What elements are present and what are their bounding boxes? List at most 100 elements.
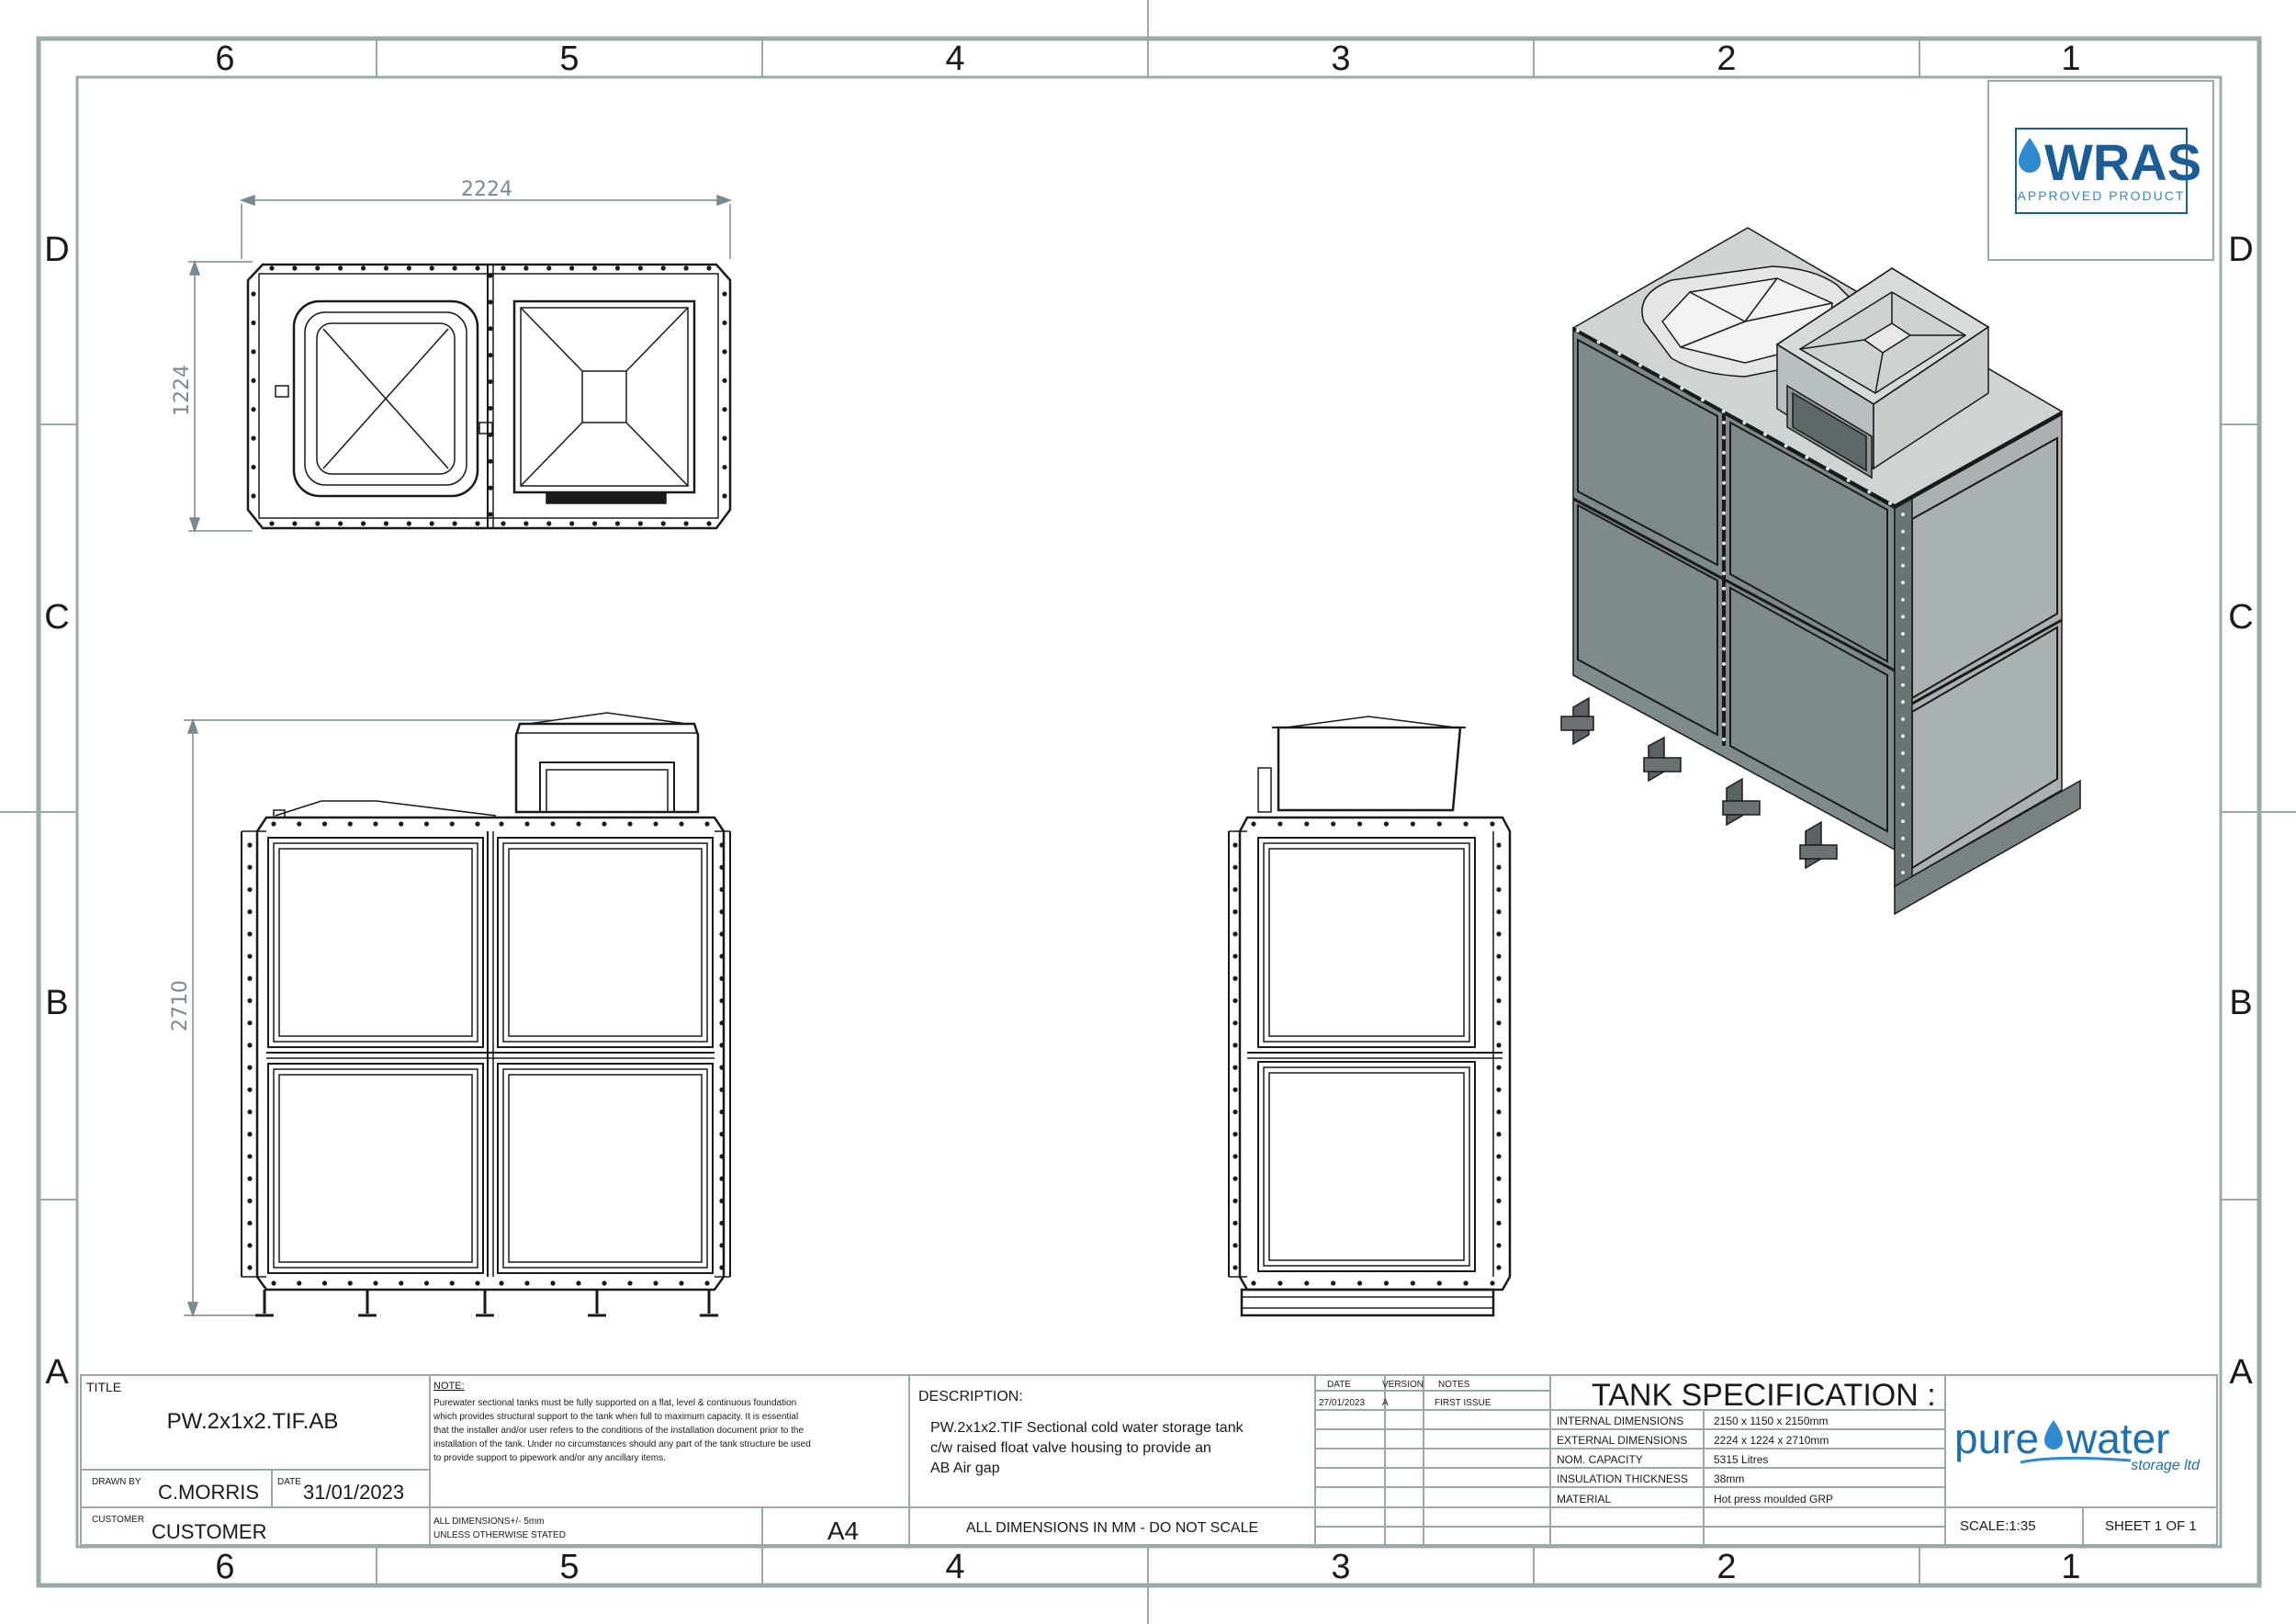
bolt-hole [1410,821,1415,827]
bolt-hole [488,485,493,491]
spec-title: TANK SPECIFICATION : [1592,1378,1936,1413]
spec-label: EXTERNAL DIMENSIONS [1557,1434,1687,1447]
bolt-hole [321,1280,328,1286]
bolt-hole [1722,421,1726,424]
bolt-hole [251,493,256,499]
bolt-hole [1901,597,1905,602]
tank-panel-inset [273,842,478,1043]
date-value: 31/01/2023 [303,1481,404,1504]
spec-value: 5315 Litres [1714,1453,1768,1466]
bolt-hole [475,265,480,271]
bolt-hole [247,931,253,937]
tank-panel-inset [273,1068,478,1269]
bolt-hole [1722,450,1726,455]
bolt-hole [247,998,253,1004]
bolt-hole [1232,953,1238,959]
bolt-hole [719,1109,725,1115]
sheet-number: SHEET 1 OF 1 [2105,1518,2197,1534]
bolt-hole [627,1280,633,1286]
zone-dividers [39,39,2259,1585]
bolt-hole [1304,1280,1310,1286]
purewater-logo: pure water storage ltd [1954,1415,2200,1473]
bolt-hole [292,265,298,271]
bolt-hole [488,512,493,517]
bolt-hole [1232,1132,1238,1137]
side-bolt-holes [1232,821,1502,1286]
brand-sub: storage ltd [2131,1458,2200,1473]
bolt-hole [1463,1280,1469,1286]
bolt-hole [1659,375,1663,379]
bolt-hole [1232,998,1238,1004]
zone-row-label: A [45,1353,69,1392]
bolt-hole [706,265,712,271]
bolt-hole [347,1280,353,1286]
dimension-depth [188,259,253,534]
bolt-hole [1901,836,1905,840]
bolt-hole [523,265,529,271]
bolt-hole [251,407,256,412]
dimension-depth-label: 1224 [171,365,194,416]
bolt-hole [722,435,727,441]
spec-value: 2224 x 1224 x 2710mm [1714,1434,1829,1447]
bolt-hole [1901,581,1905,585]
zone-col-label: 4 [945,1548,964,1586]
bolt-hole [1436,1280,1442,1286]
bolt-hole [1901,632,1905,636]
rev-date: 27/01/2023 [1319,1398,1365,1408]
bolt-hole [546,521,552,526]
dimension-width [239,194,733,259]
bolt-hole [338,265,343,271]
tank-panel [497,837,714,1048]
bolt-hole [546,265,552,271]
bolt-hole [1496,931,1502,937]
bolt-hole [569,521,575,526]
tank-panel [267,837,484,1048]
spec-value: Hot press moulded GRP [1714,1493,1833,1506]
bolt-hole [1232,1176,1238,1181]
bolt-hole [1356,1280,1363,1286]
zone-col-label: 5 [559,39,579,78]
bolt-hole [1722,602,1726,606]
bolt-hole [719,1021,725,1026]
bolt-hole [1232,931,1238,937]
bolt-hole [614,521,621,526]
wras-logo-subtext: APPROVED PRODUCT [2018,188,2186,203]
bolt-hole [452,521,457,526]
tank-panel-inset [502,842,708,1043]
bolt-hole [1901,563,1905,568]
spec-value: 38mm [1714,1472,1744,1485]
bolt-hole [1901,700,1905,705]
bolt-hole [679,821,684,827]
water-drop-icon [2044,1420,2063,1449]
bolt-hole [247,1243,253,1248]
bolt-hole [1232,1043,1238,1048]
bolt-hole [488,378,493,385]
bolt-hole [1436,821,1442,827]
bolt-hole [1496,1109,1502,1115]
wras-logo-text: WRAS [2044,133,2201,191]
bolt-hole [1251,1280,1256,1286]
support-feet [255,1290,718,1317]
sheet-size: A4 [827,1517,859,1545]
bolt-hole [1901,615,1905,619]
bolt-hole [399,821,404,827]
bolt-hole [247,842,253,848]
bolt-hole [488,273,493,278]
bolt-hole [247,1065,253,1070]
bolt-hole [1901,853,1905,858]
bolt-hole [1722,556,1726,560]
bolt-hole [1901,751,1905,755]
bolt-hole [1722,722,1726,727]
bolt-hole [524,1280,530,1286]
bolt-hole [247,1087,253,1092]
zone-col-label: 3 [1331,1548,1350,1586]
bolt-hole [722,407,727,412]
bolt-hole [399,1280,404,1286]
description-line: AB Air gap [930,1460,1000,1476]
bolt-hole [383,265,389,271]
bolt-hole [1496,953,1502,959]
zone-row-label: D [44,231,69,269]
note-line: Purewater sectional tanks must be fully … [433,1398,796,1408]
bolt-hole [488,299,493,305]
